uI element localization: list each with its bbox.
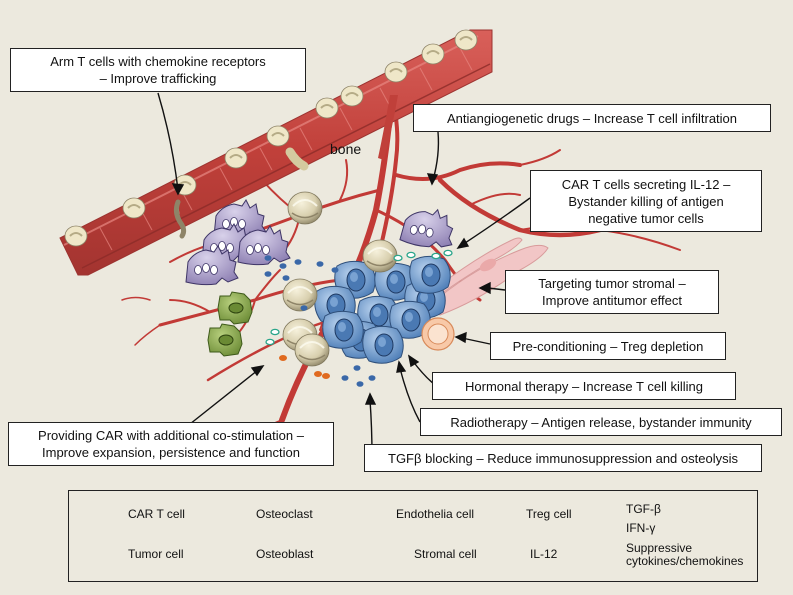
callout-il12: CAR T cells secreting IL-12 – Bystander … — [530, 170, 762, 232]
vessel-branch — [378, 95, 398, 160]
legend-label-osteoblast: Osteoblast — [256, 547, 314, 561]
legend — [68, 490, 758, 582]
callout-arm-t-cells: Arm T cells with chemokine receptors – I… — [10, 48, 306, 92]
bone-label: bone — [330, 141, 361, 157]
callout-preconditioning: Pre-conditioning – Treg depletion — [490, 332, 726, 360]
legend-label-suppressive: Suppressive cytokines/chemokines — [626, 541, 744, 568]
legend-label-osteoclast: Osteoclast — [256, 507, 313, 521]
legend-label-car-t: CAR T cell — [128, 507, 185, 521]
callout-antiangiogenetic: Antiangiogenetic drugs – Increase T cell… — [413, 104, 771, 132]
blood-vessel — [59, 29, 493, 276]
callout-stromal: Targeting tumor stromal – Improve antitu… — [505, 270, 719, 314]
legend-label-tumor: Tumor cell — [128, 547, 184, 561]
callout-arrows — [157, 92, 531, 457]
callout-costimulation: Providing CAR with additional co-stimula… — [8, 422, 334, 466]
legend-label-tgfb: TGF-β — [626, 502, 661, 516]
legend-label-treg: Treg cell — [526, 507, 572, 521]
treg-cell — [421, 317, 455, 351]
callout-hormonal: Hormonal therapy – Increase T cell killi… — [432, 372, 736, 400]
legend-label-ifng: IFN-γ — [626, 521, 656, 535]
legend-label-stromal: Stromal cell — [414, 547, 477, 561]
legend-label-endothelia: Endothelia cell — [396, 507, 475, 521]
callout-radiotherapy: Radiotherapy – Antigen release, bystande… — [420, 408, 782, 436]
callout-tgfb-blocking: TGFβ blocking – Reduce immunosuppression… — [364, 444, 762, 472]
stromal-cell-group — [429, 237, 549, 316]
cytokine-dots — [264, 249, 453, 387]
legend-label-il12: IL-12 — [530, 547, 558, 561]
